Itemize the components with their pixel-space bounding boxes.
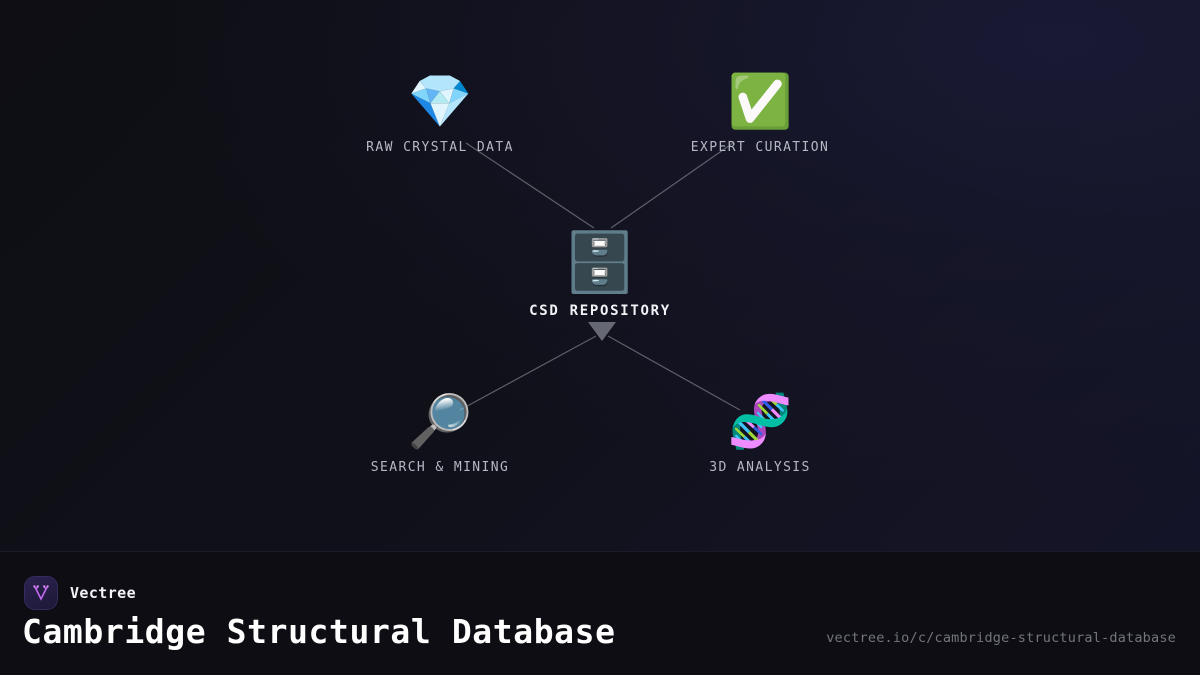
hub-down-arrowhead <box>588 322 616 341</box>
page-title: Cambridge Structural Database <box>22 612 616 651</box>
hub-and-spoke-diagram: 💎 RAW CRYSTAL DATA ✅ EXPERT CURATION 🗄️ … <box>330 76 870 475</box>
edge-raw-crystal-data-to-hub <box>465 142 595 229</box>
gem-icon: 💎 <box>407 72 473 132</box>
brand-name: Vectree <box>70 584 137 602</box>
diagram-node-csd-repository[interactable]: 🗄️ CSD REPOSITORY <box>490 233 710 319</box>
vectree-logo-icon <box>24 576 58 610</box>
diagram-node-expert-curation[interactable]: ✅ EXPERT CURATION <box>650 76 870 155</box>
diagram-node-search-and-mining[interactable]: 🔎 SEARCH & MINING <box>330 396 550 475</box>
brand-row[interactable]: Vectree <box>24 576 136 610</box>
check-mark-button-icon: ✅ <box>727 72 793 132</box>
edge-hub-to-search-and-mining <box>459 335 597 411</box>
diagram-node-label-3d-analysis: 3D ANALYSIS <box>709 460 811 475</box>
diagram-node-raw-crystal-data[interactable]: 💎 RAW CRYSTAL DATA <box>330 76 550 155</box>
diagram-node-label-csd-repository: CSD REPOSITORY <box>529 303 671 319</box>
edge-hub-to-3d-analysis <box>607 335 741 411</box>
diagram-node-label-search-and-mining: SEARCH & MINING <box>370 460 510 475</box>
magnifying-glass-icon: 🔎 <box>407 392 473 452</box>
diagram-edges <box>459 142 741 411</box>
edge-expert-curation-to-hub <box>610 142 734 229</box>
dna-icon: 🧬 <box>727 392 793 452</box>
footer-divider <box>0 551 1200 552</box>
diagram-node-label-expert-curation: EXPERT CURATION <box>690 140 830 155</box>
footer: Vectree Cambridge Structural Database ve… <box>0 552 1200 675</box>
diagram-node-label-raw-crystal-data: RAW CRYSTAL DATA <box>366 140 514 155</box>
diagram-node-3d-analysis[interactable]: 🧬 3D ANALYSIS <box>650 396 870 475</box>
page-url: vectree.io/c/cambridge-structural-databa… <box>826 630 1176 646</box>
file-cabinet-icon: 🗄️ <box>563 228 637 296</box>
